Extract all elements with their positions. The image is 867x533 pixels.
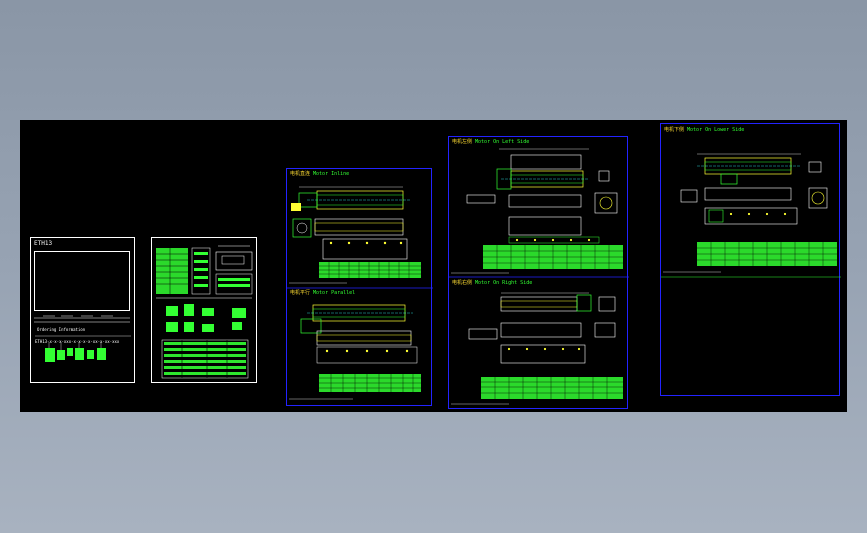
cover-linework bbox=[34, 315, 131, 362]
motor-inline-parallel-linework bbox=[287, 186, 433, 400]
title-motor-right-side: 电机右侧 Motor On Right Side bbox=[452, 280, 533, 286]
cover-image-frame bbox=[34, 251, 130, 311]
title-motor-left-side: 电机左侧 Motor On Left Side bbox=[452, 139, 530, 145]
sheet-motor-left-right[interactable]: 电机左侧 Motor On Left Side 电机右侧 Motor On Ri… bbox=[448, 136, 629, 409]
sheet-motor-inline-parallel[interactable]: 电机直连 Motor Inline 电机平行 Motor Parallel bbox=[286, 168, 433, 406]
title-motor-inline: 电机直连 Motor Inline bbox=[290, 171, 350, 177]
spec-table-sheet[interactable] bbox=[151, 237, 257, 383]
cad-drawing-canvas[interactable]: ETH13 Ordering Information ETH13-x-x-x-x… bbox=[20, 120, 847, 412]
cover-brand-title: ETH13 bbox=[34, 240, 53, 247]
ordering-info-label: Ordering Information bbox=[37, 327, 86, 332]
spec-table-linework bbox=[156, 245, 253, 379]
motor-left-right-linework bbox=[449, 148, 629, 405]
title-motor-lower-side: 电机下侧 Motor On Lower Side bbox=[664, 127, 745, 133]
title-motor-parallel: 电机平行 Motor Parallel bbox=[290, 290, 356, 296]
sheet-motor-lower[interactable]: 电机下侧 Motor On Lower Side bbox=[660, 123, 841, 396]
cover-sheet[interactable]: ETH13 Ordering Information ETH13-x-x-x-x… bbox=[30, 237, 135, 383]
motor-lower-linework bbox=[661, 153, 841, 278]
model-code-text: ETH13-x-x-x-xxx-x-x-x-x-xx-x-xx-xxx bbox=[35, 339, 120, 344]
